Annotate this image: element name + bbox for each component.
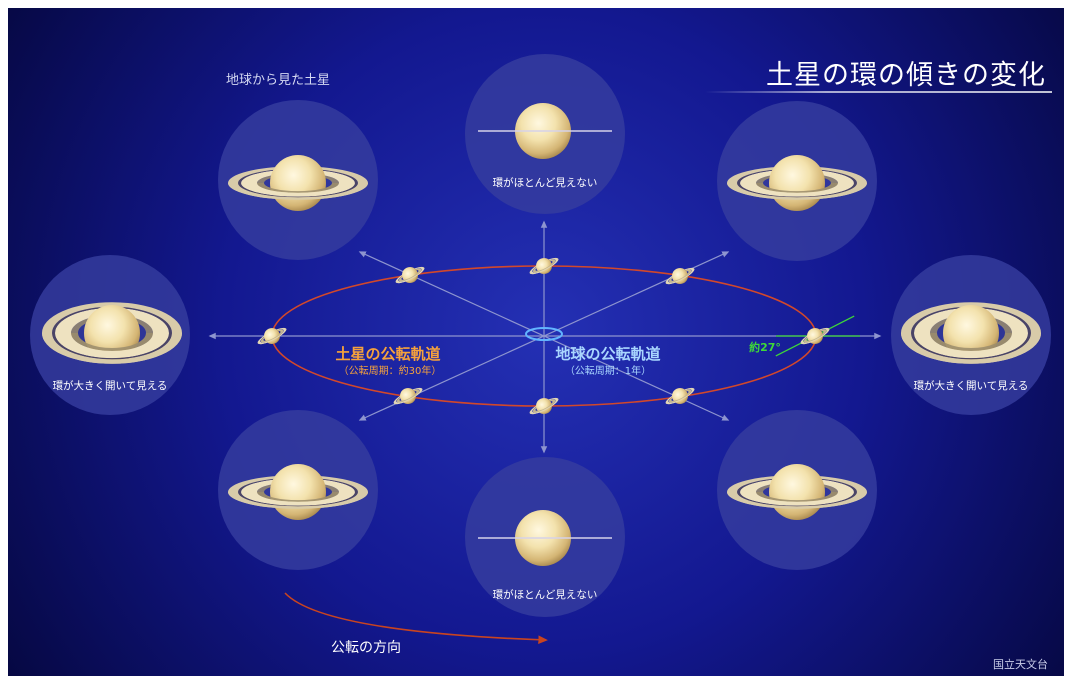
saturn-icon [233, 464, 363, 520]
saturn-orbit-position-icon [392, 384, 424, 408]
direction-label: 公転の方向 [331, 640, 401, 656]
saturn-icon [732, 464, 862, 520]
revolution-direction-arrow [284, 592, 548, 645]
saturn-orbit-position-icon [528, 254, 560, 278]
view-heading: 地球から見た土星 [226, 73, 330, 88]
saturn-view-bottom: 環がほとんど見えない [465, 457, 625, 617]
saturn-view-top: 環がほとんど見えない [465, 54, 625, 214]
saturn-orbit-position-icon [664, 384, 696, 408]
axis-diagonal-2 [358, 251, 730, 421]
earth-orbit-ellipse [525, 327, 563, 341]
saturn-view-bottom-left [218, 410, 378, 570]
mini-planet [536, 398, 552, 414]
page-title: 土星の環の傾きの変化 [766, 60, 1046, 91]
earth-orbit-label: 地球の公転軌道 [555, 345, 660, 363]
saturn-orbit-position-icon [799, 324, 831, 348]
saturn-icon [47, 304, 177, 361]
planet [769, 155, 825, 211]
mini-planet [400, 388, 416, 404]
saturn-orbit-position-icon [528, 394, 560, 418]
planet [270, 464, 326, 520]
view-label-top: 環がほとんど見えない [493, 176, 598, 189]
saturn-icon [906, 304, 1036, 361]
saturn-view-right: 環が大きく開いて見える [891, 255, 1051, 415]
mini-planet [264, 328, 280, 344]
mini-planet [402, 267, 418, 283]
orbit-positions [256, 254, 831, 418]
mini-planet [672, 388, 688, 404]
view-label-right: 環が大きく開いて見える [914, 379, 1029, 392]
saturn-orbit-position-icon [394, 263, 426, 287]
view-label-bottom: 環がほとんど見えない [493, 588, 598, 601]
saturn-icon [233, 155, 363, 211]
ring-tilt-label: 約27° [749, 340, 781, 354]
view-label-left: 環が大きく開いて見える [53, 379, 168, 392]
planet [769, 464, 825, 520]
saturn-view-bottom-right [717, 410, 877, 570]
saturn-icon [732, 155, 862, 211]
saturn-icon [478, 103, 612, 159]
saturn-view-top-right [717, 101, 877, 261]
saturn-orbit-position-icon [664, 264, 696, 288]
mini-planet [672, 268, 688, 284]
mini-planet [807, 328, 823, 344]
planet [270, 155, 326, 211]
saturn-orbit-period: （公転周期：約30年） [339, 364, 442, 377]
saturn-view-left: 環が大きく開いて見える [30, 255, 190, 415]
saturn-orbit-label: 土星の公転軌道 [335, 345, 440, 363]
saturn-orbit-position-icon [256, 324, 288, 348]
saturn-icon [478, 510, 612, 566]
earth-orbit-period: （公転周期：1年） [565, 364, 651, 377]
saturn-view-top-left [218, 100, 378, 260]
credit: 国立天文台 [993, 657, 1048, 671]
mini-planet [536, 258, 552, 274]
